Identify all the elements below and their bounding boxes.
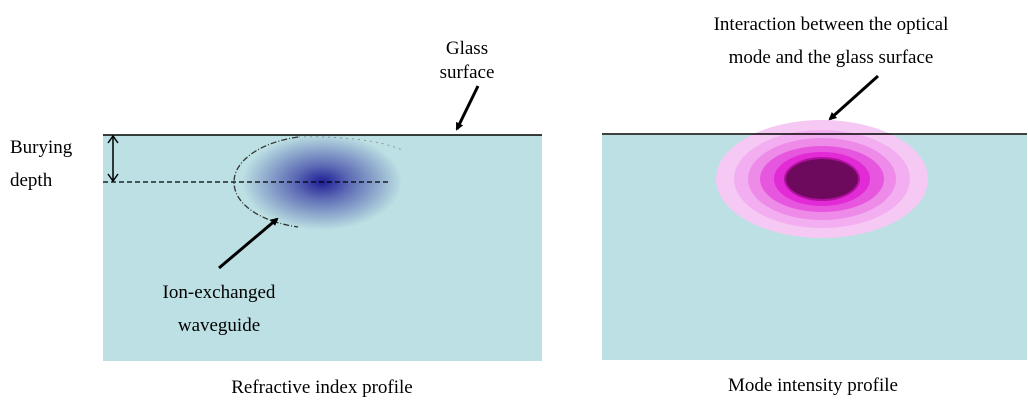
mode-intensity-caption: Mode intensity profile xyxy=(728,375,898,396)
waveguide-label-line1: Ion-exchanged xyxy=(163,282,276,303)
burying-depth-arrow xyxy=(107,134,119,183)
interaction-label-line2: mode and the glass surface xyxy=(729,47,934,68)
interaction-label-line1: Interaction between the optical xyxy=(714,14,949,35)
waveguide-boundary-arc xyxy=(233,136,299,228)
waveguide-label-line2: waveguide xyxy=(178,315,260,336)
waveguide-boundary-arc-top xyxy=(297,136,403,151)
burying-depth-label-line1: Burying xyxy=(10,137,73,158)
glass-surface-pointer-arrow xyxy=(455,85,480,131)
left-panel: Glass surface Burying depth Ion-exchange… xyxy=(10,38,542,398)
burying-depth-label-line2: depth xyxy=(10,170,53,191)
interaction-pointer-arrow xyxy=(828,74,880,121)
glass-surface-label-line1: Glass xyxy=(446,38,488,59)
mode-core xyxy=(786,159,858,199)
refractive-index-caption: Refractive index profile xyxy=(231,377,412,398)
waveguide-pointer-arrow xyxy=(218,217,279,270)
glass-surface-label-line2: surface xyxy=(440,62,495,83)
right-panel: Interaction between the optical mode and… xyxy=(602,14,1027,396)
